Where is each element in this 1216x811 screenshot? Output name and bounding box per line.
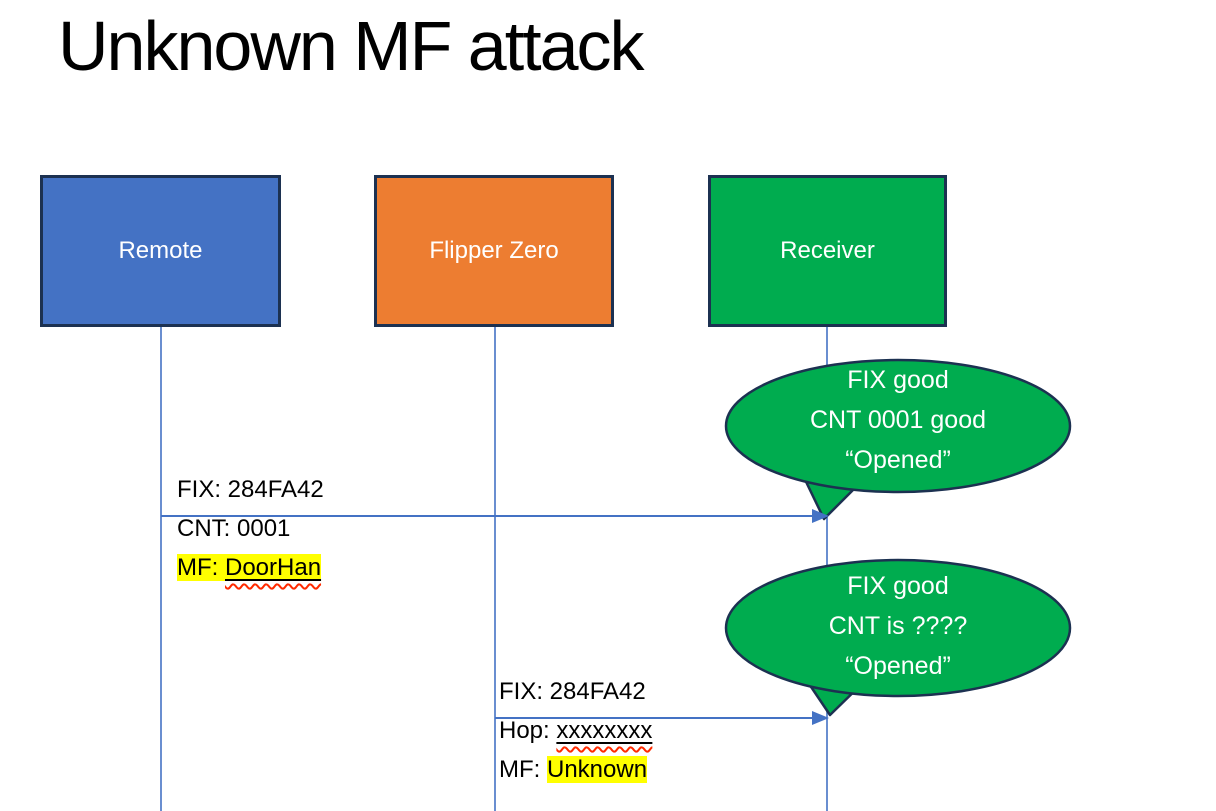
callout-2-line: CNT is ????	[828, 612, 968, 640]
message-1-mf-label: MF: DoorHan	[177, 548, 324, 587]
arrowhead-right-icon	[812, 711, 829, 725]
actor-box-flipper-zero: Flipper Zero	[374, 175, 614, 327]
callout-2-line: “Opened”	[845, 652, 951, 680]
message-1-labels: FIX: 284FA42 CNT: 0001 MF: DoorHan	[177, 470, 324, 587]
arrowhead-right-icon	[812, 509, 829, 523]
message-2-hop-label: Hop: xxxxxxxx	[499, 711, 652, 750]
callout-2-line: FIX good	[847, 572, 949, 600]
message-2-hop-value: xxxxxxxx	[556, 717, 653, 744]
message-1-fix-label: FIX: 284FA42	[177, 476, 324, 503]
message-2-labels: FIX: 284FA42 Hop: xxxxxxxx MF: Unknown	[499, 672, 652, 789]
message-1-cnt-label: CNT: 0001	[177, 515, 291, 542]
message-2-hop-prefix: Hop:	[499, 717, 557, 744]
actor-label-remote: Remote	[118, 237, 203, 264]
callout-bubble-2	[724, 558, 1072, 698]
message-2-mf-value: Unknown	[547, 756, 648, 783]
actor-box-remote: Remote	[40, 175, 281, 327]
message-1-mf-value: DoorHan	[225, 554, 322, 581]
slide-title: Unknown MF attack	[58, 7, 645, 85]
message-2-fix-label: FIX: 284FA42	[499, 678, 646, 705]
actor-box-receiver: Receiver	[708, 175, 947, 327]
message-1-mf-prefix: MF:	[177, 554, 225, 581]
message-2-mf-label: MF: Unknown	[499, 750, 652, 789]
callout-1-line: CNT 0001 good	[809, 406, 987, 434]
callout-bubble-1	[724, 358, 1072, 494]
message-2-mf-prefix: MF:	[499, 756, 547, 783]
callout-2-text: FIX good CNT is ???? “Opened”	[726, 566, 1070, 686]
callout-1-text: FIX good CNT 0001 good “Opened”	[726, 360, 1070, 480]
actor-label-receiver: Receiver	[780, 237, 875, 264]
actor-label-flipper-zero: Flipper Zero	[429, 237, 559, 264]
callout-1-line: FIX good	[847, 366, 949, 394]
callout-1-line: “Opened”	[845, 446, 951, 474]
